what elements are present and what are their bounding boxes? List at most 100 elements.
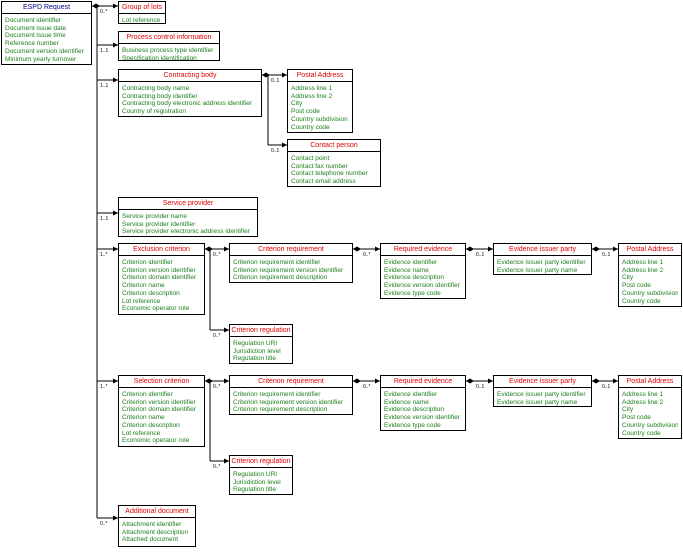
- class-title: Additional document: [119, 506, 195, 518]
- class-title: Criterion regulation: [230, 456, 292, 468]
- attribute: Criterion domain identifier: [122, 274, 197, 282]
- cardinality-label: 0..*: [213, 333, 221, 339]
- attribute: Attachment identifier: [122, 521, 182, 528]
- attribute: Criterion identifier: [122, 391, 173, 398]
- composition-diamond: [466, 246, 474, 252]
- arrowhead: [113, 210, 118, 216]
- attribute: Evidence description: [384, 274, 444, 282]
- cardinality-label: 1..*: [100, 252, 108, 258]
- attribute: City: [291, 100, 303, 108]
- attribute: Criterion identifier: [122, 259, 173, 266]
- cardinality-label: 0..1: [271, 148, 280, 154]
- attribute: Criterion requirement identifier: [233, 391, 321, 398]
- attribute: Specification identification: [122, 54, 197, 62]
- arrowhead: [113, 77, 118, 83]
- attribute: Contracting body name: [122, 85, 190, 92]
- attribute: Reference number: [5, 40, 59, 48]
- attribute: Address line 2: [291, 92, 333, 100]
- cardinality-label: 0..*: [100, 9, 108, 15]
- composition-diamond: [592, 246, 600, 252]
- attribute: Regulation title: [233, 355, 276, 363]
- attribute: Document identifier: [5, 17, 61, 24]
- cardinality-label: 0..1: [602, 384, 611, 390]
- class-title: Exclusion criterion: [119, 244, 204, 256]
- attribute: Criterion requirement description: [233, 406, 328, 414]
- attribute: Evidence type code: [384, 421, 441, 429]
- cardinality-label: 1..1: [100, 83, 109, 89]
- attribute: Document issue date: [5, 24, 67, 32]
- class-title: Postal Address: [619, 376, 681, 388]
- attribute: Economic operator role: [122, 305, 190, 313]
- arrowhead: [613, 246, 618, 252]
- attribute: Contact fax number: [291, 162, 348, 170]
- attribute: Country code: [622, 297, 661, 305]
- attribute: Country subdivision: [622, 421, 678, 429]
- class-title: Postal Address: [288, 70, 352, 82]
- attribute: Attachment description: [122, 528, 189, 536]
- composition-diamond: [592, 378, 600, 384]
- attribute: Criterion requirement version identifier: [233, 266, 344, 274]
- attribute: Evidence identifier: [384, 259, 438, 266]
- attribute: Evidence name: [384, 266, 429, 274]
- composition-diamond: [466, 378, 474, 384]
- attribute: Service provider identifier: [122, 220, 196, 228]
- arrowhead: [113, 378, 118, 384]
- cardinality-label: 0..*: [363, 384, 371, 390]
- attribute: Post code: [622, 414, 651, 422]
- cardinality-label: 1..1: [100, 48, 109, 54]
- cardinality-label: 0..1: [602, 252, 611, 258]
- cardinality-label: 0..1: [476, 384, 485, 390]
- class-title: Postal Address: [619, 244, 681, 256]
- attribute: Post code: [622, 282, 651, 290]
- arrowhead: [113, 515, 118, 521]
- attribute: Address line 2: [622, 398, 664, 406]
- attribute: Address line 1: [622, 391, 664, 398]
- arrowhead: [224, 378, 229, 384]
- arrowhead: [282, 142, 287, 148]
- cardinality-label: 0..1: [476, 252, 485, 258]
- class-title: Group of lots: [119, 2, 165, 14]
- attribute: Regulation title: [233, 486, 276, 494]
- cardinality-label: 0..*: [363, 252, 371, 258]
- attribute: Country subdivision: [622, 289, 678, 297]
- arrowhead: [224, 327, 229, 333]
- composition-diamond: [262, 72, 270, 78]
- attribute: Post code: [291, 108, 320, 116]
- attribute: Service provider name: [122, 213, 188, 220]
- attribute: Criterion description: [122, 421, 180, 429]
- attribute: Criterion requirement version identifier: [233, 398, 344, 406]
- attribute: Criterion version identifier: [122, 266, 196, 274]
- attribute: Jurisdiction level: [233, 478, 281, 486]
- attribute: Service provider electronic address iden…: [122, 228, 250, 236]
- class-title: Criterion requirement: [230, 376, 352, 388]
- attribute: Address line 2: [622, 266, 664, 274]
- class-title: Evidence issuer party: [494, 244, 591, 256]
- class-title: Contact person: [288, 140, 380, 152]
- arrowhead: [224, 246, 229, 252]
- attribute: Evidence issuer party identifier: [497, 391, 586, 398]
- attribute: Country code: [622, 429, 661, 437]
- attribute: Business process type identifier: [122, 47, 214, 54]
- attribute: Criterion requirement identifier: [233, 259, 321, 266]
- cardinality-label: 1..*: [100, 384, 108, 390]
- attribute: Evidence issuer party name: [497, 398, 578, 406]
- composition-diamond: [205, 378, 213, 384]
- attribute: Contact telephone number: [291, 170, 368, 178]
- attribute: Document issue time: [5, 32, 66, 40]
- attribute: Document version identifier: [5, 47, 84, 55]
- arrowhead: [113, 246, 118, 252]
